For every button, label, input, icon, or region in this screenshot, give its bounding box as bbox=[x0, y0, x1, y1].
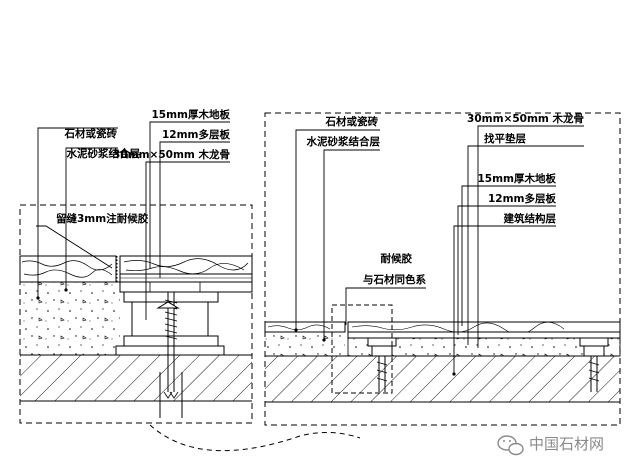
right-detail: 石材或瓷砖 30mm×50mm 木龙骨 水泥砂浆结合层 找平垫层 15mm厚木地… bbox=[264, 112, 621, 426]
right-plywood bbox=[347, 331, 621, 339]
left-stone-tile bbox=[19, 255, 117, 283]
left-label-plywood: 12mm多层板 bbox=[162, 128, 230, 141]
right-label-keel: 30mm×50mm 木龙骨 bbox=[467, 112, 584, 125]
left-keel-strip bbox=[119, 281, 253, 293]
left-label-mortar: 水泥砂浆结合层 bbox=[66, 147, 141, 160]
right-keel-support-2 bbox=[579, 337, 609, 392]
left-label-gap: 留缝3mm注耐候胶 bbox=[56, 212, 149, 225]
detail-connector bbox=[149, 424, 361, 452]
wechat-icon bbox=[497, 435, 524, 456]
right-stone-tile bbox=[264, 321, 346, 333]
right-leveling bbox=[347, 337, 621, 357]
left-label-keel: 30mm×50mm 木龙骨 bbox=[113, 148, 230, 161]
left-mortar-fill bbox=[20, 282, 120, 355]
right-label-mortar: 水泥砂浆结合层 bbox=[306, 135, 381, 148]
right-wood-floor bbox=[347, 321, 621, 333]
right-dashed-border bbox=[264, 112, 621, 426]
right-label-sealant-color: 与石材同色系 bbox=[363, 273, 426, 286]
left-detail: 15mm厚木地板 石材或瓷砖 12mm多层板 水泥砂浆结合层 30mm×50mm… bbox=[19, 108, 253, 424]
right-label-sealant: 耐候胶 bbox=[381, 252, 413, 265]
right-sealant-callout bbox=[331, 304, 393, 394]
right-label-plywood: 12mm多层板 bbox=[488, 192, 556, 205]
right-label-leveling: 找平垫层 bbox=[484, 132, 526, 145]
left-structure-hatch bbox=[20, 355, 252, 401]
right-label-stone-tile: 石材或瓷砖 bbox=[325, 115, 379, 128]
left-label-stone-tile: 石材或瓷砖 bbox=[64, 127, 118, 140]
right-structure-hatch bbox=[265, 356, 620, 402]
right-label-structure: 建筑结构层 bbox=[503, 212, 557, 225]
watermark: 中国石材网 bbox=[497, 435, 604, 456]
right-label-wood-floor: 15mm厚木地板 bbox=[478, 172, 557, 185]
watermark-text: 中国石材网 bbox=[529, 435, 604, 453]
left-label-wood-floor: 15mm厚木地板 bbox=[152, 108, 231, 121]
